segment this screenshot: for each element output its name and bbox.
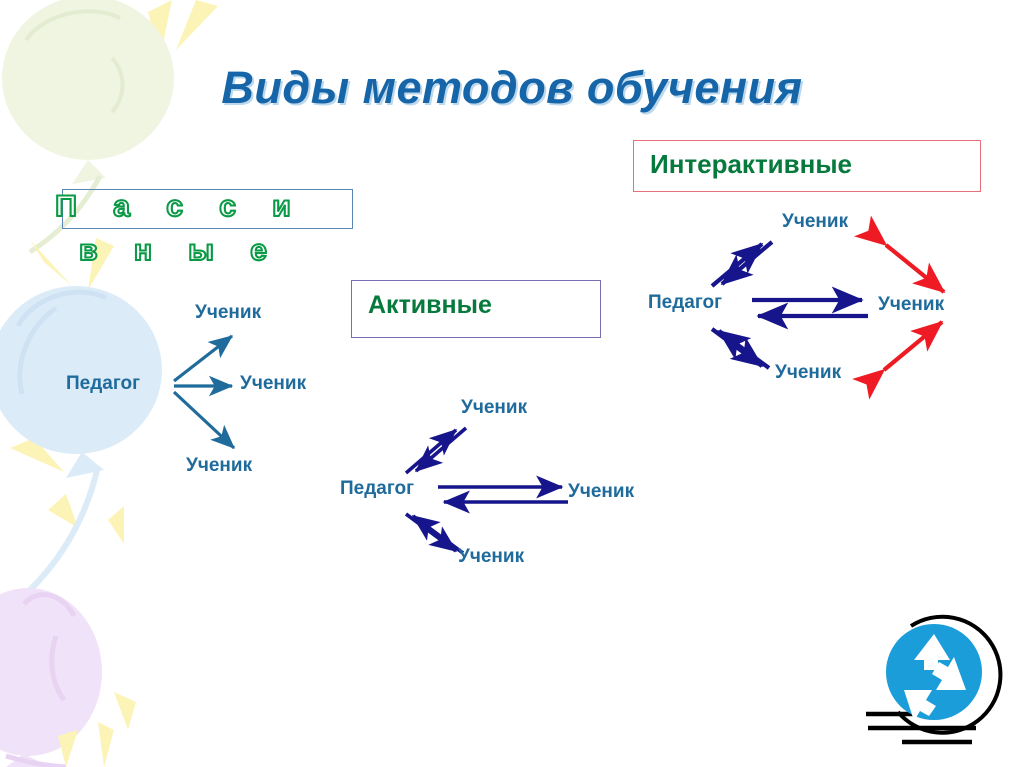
active-node-teacher: Педагог [340, 478, 415, 499]
passive-node-teacher: Педагог [66, 373, 141, 394]
active-arrow-top-in [414, 426, 468, 473]
passive-diagram-arrows [172, 334, 236, 450]
active-arrow-top-out [404, 428, 458, 475]
passive-label-line2: в н ы е [78, 233, 281, 268]
passive-node-student-bottom: Ученик [186, 455, 253, 476]
interactive-category-box [633, 140, 981, 192]
peer-arrow-top-right [854, 215, 946, 294]
balloon-purple-icon [0, 588, 102, 767]
active-category-box [351, 280, 601, 338]
passive-arrow-to-top [173, 334, 234, 383]
interactive-arrow-bottom-out [710, 327, 764, 368]
active-arrow-bottom-in [411, 514, 465, 555]
interactive-arrow-top-out [710, 242, 764, 288]
ray-cluster-bottom [58, 692, 136, 767]
active-node-student-right: Ученик [568, 481, 635, 502]
recycle-arrows-icon [904, 634, 966, 721]
passive-category-box [62, 189, 353, 229]
interactive-diagram-arrows [710, 240, 868, 370]
interactive-node-teacher: Педагог [648, 292, 723, 313]
passive-category-label: П а с с и в н ы е [0, 185, 360, 273]
active-node-student-top: Ученик [461, 397, 528, 418]
interactive-node-student-right: Ученик [878, 294, 945, 315]
active-arrow-bottom-out [404, 512, 458, 553]
interactive-category-label: Интерактивные [650, 149, 853, 179]
ray-cluster-top [108, 0, 218, 62]
interactive-node-student-bottom: Ученик [775, 362, 842, 383]
passive-arrow-to-bottom [172, 390, 236, 450]
interactive-arrow-bottom-in [717, 329, 771, 370]
interactive-arrow-top-in [720, 240, 774, 286]
active-node-student-bottom: Ученик [458, 546, 525, 567]
balloon-blue-icon [0, 286, 162, 593]
page-title: Виды методов обучения [221, 62, 803, 113]
passive-node-student-top: Ученик [195, 302, 262, 323]
peer-arrow-bottom-right [852, 320, 944, 400]
passive-node-student-middle: Ученик [240, 373, 307, 394]
active-diagram-arrows [404, 426, 568, 555]
passive-label-line1: П а с с и [54, 189, 305, 224]
active-category-label: Активные [368, 291, 492, 319]
logo-arc [896, 614, 1003, 735]
interactive-node-student-top: Ученик [782, 211, 849, 232]
recycle-logo [866, 614, 1003, 745]
